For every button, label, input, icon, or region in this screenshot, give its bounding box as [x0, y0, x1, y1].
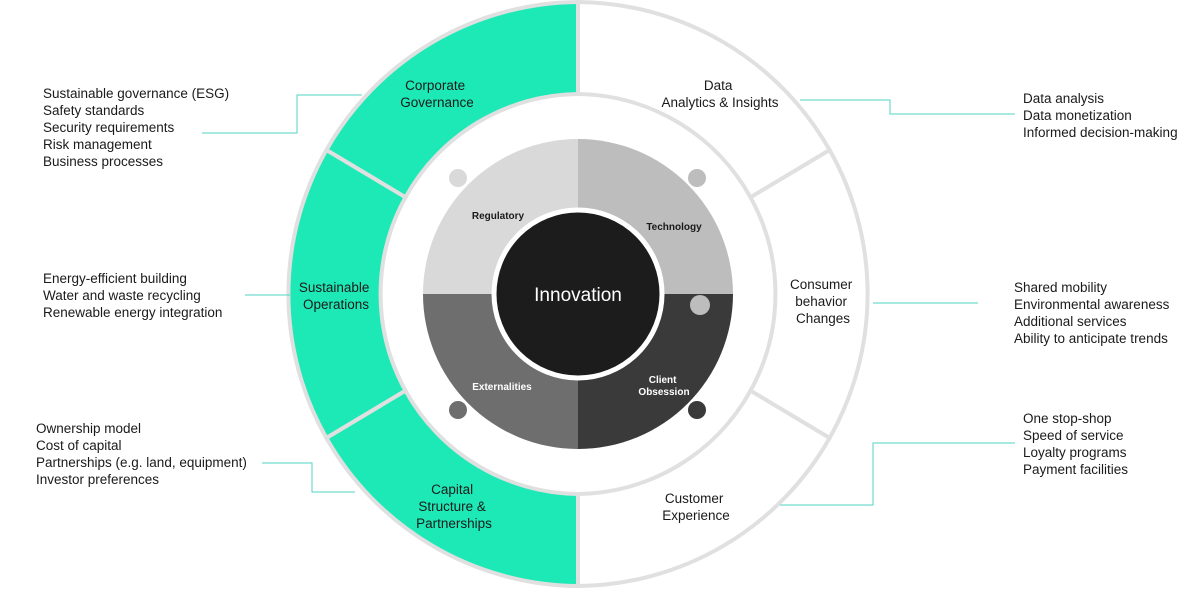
puzzle-label-technology: Technology	[646, 222, 702, 233]
list-item: Energy-efficient building	[43, 271, 187, 286]
list-item: Sustainable governance (ESG)	[43, 86, 230, 101]
list-item: Partnerships (e.g. land, equipment)	[36, 455, 247, 470]
segment-label-corporate-governance: Corporate Governance	[400, 78, 474, 110]
connector-data-analytics	[800, 99, 1015, 115]
list-item: Risk management	[43, 137, 152, 152]
list-corporate-governance: Sustainable governance (ESG) Safety stan…	[43, 85, 229, 170]
list-item: Safety standards	[43, 103, 145, 118]
list-item: Investor preferences	[36, 472, 160, 487]
list-item: Ability to anticipate trends	[1014, 331, 1168, 346]
puzzle-label-client-obsession: Client Obsession	[638, 375, 689, 398]
puzzle-knob	[688, 401, 706, 419]
connector-capital-structure	[262, 462, 355, 493]
list-capital-structure: Ownership model Cost of capital Partners…	[36, 420, 247, 488]
list-item: Business processes	[43, 154, 164, 169]
segment-customer-experience	[576, 387, 833, 589]
puzzle-knob	[556, 407, 576, 427]
segment-label-customer-experience: Customer Experience	[662, 491, 730, 523]
list-item: Payment facilities	[1023, 462, 1129, 477]
list-customer-experience: One stop-shop Speed of service Loyalty p…	[1023, 410, 1128, 478]
puzzle-knob	[688, 169, 706, 187]
puzzle-label-regulatory: Regulatory	[472, 211, 525, 222]
list-item: Renewable energy integration	[43, 305, 223, 320]
list-item: Security requirements	[43, 120, 175, 135]
list-item: Speed of service	[1023, 428, 1124, 443]
puzzle-label-externalities: Externalities	[472, 382, 532, 393]
segment-label-data-analytics: Data Analytics & Insights	[661, 78, 778, 110]
segment-label-consumer-behavior: Consumer behavior Changes	[790, 277, 856, 326]
list-data-analytics: Data analysis Data monetization Informed…	[1023, 90, 1178, 141]
list-item: Informed decision-making	[1023, 125, 1178, 140]
list-item: Shared mobility	[1014, 280, 1108, 295]
list-consumer-behavior: Shared mobility Environmental awareness …	[1014, 279, 1169, 347]
puzzle-knob	[449, 169, 467, 187]
list-item: Ownership model	[36, 421, 142, 436]
list-item: One stop-shop	[1023, 411, 1112, 426]
puzzle-knob	[449, 401, 467, 419]
list-sustainable-operations: Energy-efficient building Water and wast…	[43, 270, 222, 321]
connector-customer-experience	[780, 442, 1015, 506]
puzzle-knob	[690, 295, 710, 315]
list-item: Environmental awareness	[1014, 297, 1170, 312]
puzzle-knob	[449, 273, 467, 291]
list-item: Data monetization	[1023, 108, 1132, 123]
center-circle	[491, 207, 665, 381]
list-item: Water and waste recycling	[43, 288, 201, 303]
puzzle-knob	[580, 161, 600, 181]
connector-corporate-governance	[202, 94, 362, 134]
segment-label-sustainable-operations: Sustainable Operations	[299, 280, 373, 312]
list-item: Additional services	[1014, 314, 1127, 329]
list-item: Data analysis	[1023, 91, 1105, 106]
list-item: Loyalty programs	[1023, 445, 1127, 460]
list-item: Cost of capital	[36, 438, 122, 453]
center-label: Innovation	[534, 285, 622, 306]
segment-label-capital-structure: Capital Structure & Partnerships	[416, 482, 492, 531]
